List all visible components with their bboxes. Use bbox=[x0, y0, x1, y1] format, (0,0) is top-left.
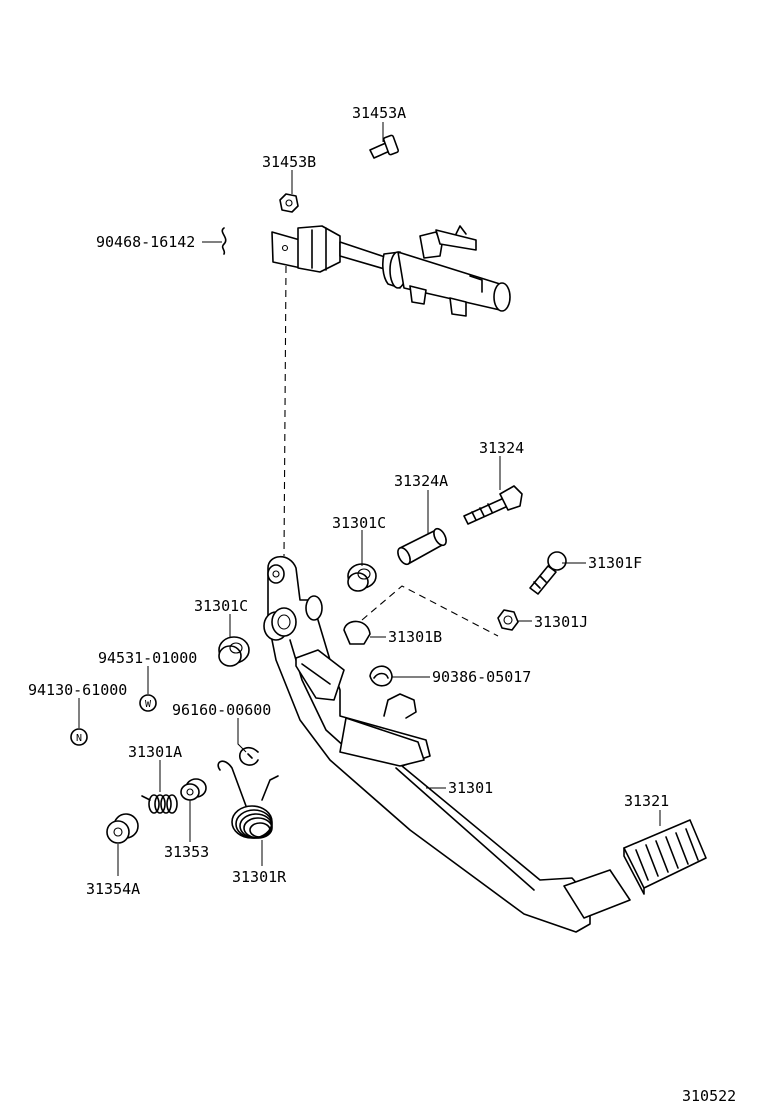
label-90386-05017: 90386-05017 bbox=[432, 668, 531, 686]
label-31301c-lower: 31301C bbox=[194, 597, 248, 615]
label-31321: 31321 bbox=[624, 792, 669, 810]
pedal-pad-31321[interactable] bbox=[623, 819, 707, 895]
label-31301r: 31301R bbox=[232, 868, 287, 886]
label-31354a: 31354A bbox=[86, 880, 140, 898]
label-31301a: 31301A bbox=[128, 743, 182, 761]
label-31301c-upper: 31301C bbox=[332, 514, 386, 532]
label-31453b: 31453B bbox=[262, 153, 316, 171]
part-labels: 31453A 31453B 90468-16142 31324 31324A 3… bbox=[28, 104, 736, 1105]
label-31453a: 31453A bbox=[352, 104, 406, 122]
assembly-guide-line bbox=[283, 265, 287, 557]
bolt-guide-line bbox=[361, 585, 499, 637]
bushing-31301c-lower[interactable] bbox=[218, 636, 250, 667]
bushing-90386-05017[interactable] bbox=[369, 665, 393, 687]
diagram-code: 310522 bbox=[682, 1087, 736, 1105]
bolt-31324[interactable] bbox=[463, 485, 523, 525]
label-90468-16142: 90468-16142 bbox=[96, 233, 195, 251]
clutch-master-cylinder[interactable] bbox=[271, 225, 511, 317]
washer-symbol: W bbox=[145, 699, 152, 710]
nut-31301j[interactable] bbox=[497, 609, 519, 631]
label-31301f: 31301F bbox=[588, 554, 642, 572]
label-31324a: 31324A bbox=[394, 472, 448, 490]
label-94130-61000: 94130-61000 bbox=[28, 681, 127, 699]
nut-94130-61000[interactable]: N bbox=[70, 728, 88, 746]
nut-31453b[interactable] bbox=[279, 193, 299, 213]
bushing-31354a[interactable] bbox=[106, 813, 139, 844]
nut-symbol: N bbox=[76, 733, 82, 744]
leader-lines bbox=[78, 122, 661, 876]
cushion-31301b[interactable] bbox=[343, 620, 371, 645]
bushing-31301c-upper[interactable] bbox=[347, 563, 377, 592]
torsion-spring-31301r[interactable] bbox=[217, 760, 279, 839]
clutch-pedal-arm-31301[interactable] bbox=[263, 555, 631, 933]
label-31301j: 31301J bbox=[534, 613, 588, 631]
label-94531-01000: 94531-01000 bbox=[98, 649, 197, 667]
e-clip-96160-00600[interactable] bbox=[239, 746, 259, 766]
label-96160-00600: 96160-00600 bbox=[172, 701, 271, 719]
bolt-31453a[interactable] bbox=[369, 134, 400, 159]
washer-94531-01000[interactable]: W bbox=[139, 694, 157, 712]
collar-31353[interactable] bbox=[180, 778, 207, 801]
clip-90468-16142[interactable] bbox=[221, 227, 227, 255]
bolt-31301f[interactable] bbox=[529, 551, 567, 595]
label-31301: 31301 bbox=[448, 779, 493, 797]
spring-31301a[interactable] bbox=[141, 794, 178, 814]
sleeve-31324a[interactable] bbox=[395, 527, 448, 567]
label-31301b: 31301B bbox=[388, 628, 442, 646]
label-31324: 31324 bbox=[479, 439, 524, 457]
label-31353: 31353 bbox=[164, 843, 209, 861]
